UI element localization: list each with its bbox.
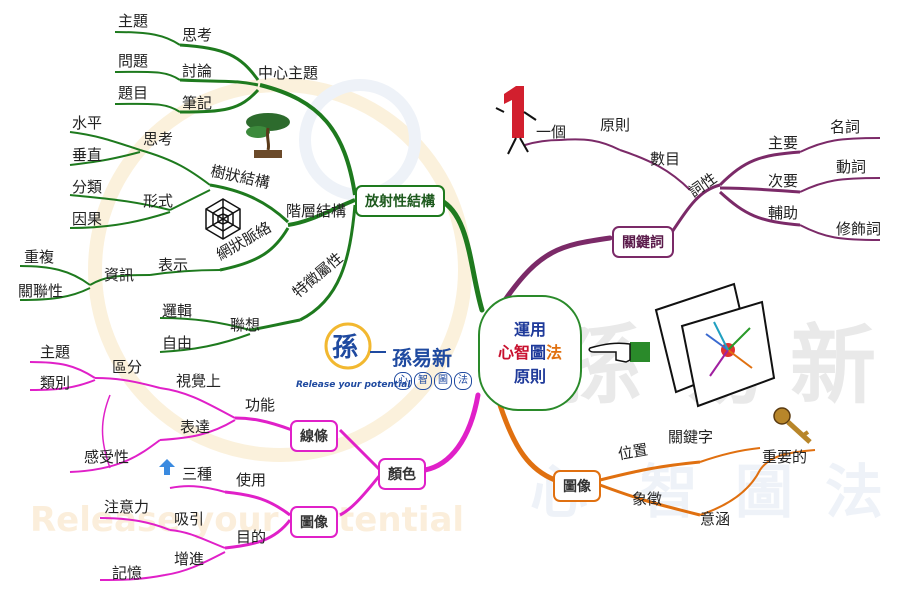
label-attention[interactable]: 注意力: [104, 498, 150, 516]
logo-mini: 法: [454, 372, 472, 390]
logo-text: 孫易新: [392, 346, 452, 370]
label-keyword[interactable]: 關鍵字: [668, 428, 714, 446]
label-distinguish[interactable]: 區分: [112, 358, 143, 376]
svg-text:孫: 孫: [332, 333, 358, 363]
label-relation[interactable]: 關聯性: [18, 282, 64, 300]
label-info[interactable]: 資訊: [104, 266, 135, 284]
label-count[interactable]: 數目: [650, 150, 681, 168]
label-notes[interactable]: 筆記: [182, 94, 213, 112]
node-keywords[interactable]: 關鍵詞: [612, 226, 674, 258]
central-line-3: 原則: [513, 366, 546, 386]
label-center-topic[interactable]: 中心主題: [258, 64, 319, 82]
label-purpose[interactable]: 目的: [236, 528, 267, 546]
label-meaning[interactable]: 意涵: [700, 510, 731, 528]
node-radial-structure[interactable]: 放射性結構: [355, 185, 445, 217]
label-thinking[interactable]: 思考: [182, 26, 213, 44]
label-symbol[interactable]: 象徵: [632, 490, 663, 508]
running-number-one-icon: [495, 86, 537, 155]
label-free[interactable]: 自由: [162, 334, 193, 352]
central-line-1: 運用: [513, 320, 546, 340]
label-verb[interactable]: 動詞: [836, 158, 867, 176]
central-topic[interactable]: 運用 心智圖法 原則: [478, 295, 582, 411]
logo-mark: 孫: [324, 322, 386, 370]
label-aux[interactable]: 輔助: [768, 204, 799, 222]
label-modifier[interactable]: 修飾詞: [836, 220, 882, 238]
central-line-2b: 圖: [529, 343, 546, 363]
central-line-2c: 法: [546, 343, 563, 363]
label-main[interactable]: 主要: [768, 134, 799, 152]
label-visual[interactable]: 視覺上: [176, 372, 222, 390]
logo-mini-badges: 心 智 圖 法: [394, 372, 472, 390]
pointing-hand-icon: [588, 342, 650, 363]
logo-subtitle: Release your potential: [296, 380, 411, 390]
arrow-up-icon: [159, 459, 175, 475]
label-memory[interactable]: 記憶: [112, 564, 143, 582]
spider-web-icon: [205, 198, 241, 240]
label-use[interactable]: 使用: [236, 471, 267, 489]
label-enhance[interactable]: 增進: [174, 550, 205, 568]
watermark-char: 圖: [735, 458, 794, 526]
watermark-english: Release your potential: [30, 500, 465, 540]
key-icon: [773, 407, 812, 444]
label-attract[interactable]: 吸引: [174, 510, 205, 528]
node-color-image[interactable]: 圖像: [290, 506, 338, 538]
label-question[interactable]: 問題: [118, 52, 149, 70]
label-discuss[interactable]: 討論: [182, 62, 213, 80]
label-feeling[interactable]: 感受性: [84, 448, 130, 466]
label-three[interactable]: 三種: [182, 465, 213, 483]
label-cause[interactable]: 因果: [72, 210, 103, 228]
bonsai-tree-icon: [246, 113, 290, 158]
label-logic[interactable]: 邏輯: [162, 302, 193, 320]
central-line-2a: 心智: [497, 343, 530, 363]
label-function[interactable]: 功能: [245, 396, 276, 414]
label-associate[interactable]: 聯想: [230, 316, 261, 334]
label-color-theme[interactable]: 主題: [40, 343, 71, 361]
node-image[interactable]: 圖像: [553, 470, 601, 502]
label-tree-think[interactable]: 思考: [143, 130, 174, 148]
label-horizontal[interactable]: 水平: [72, 114, 103, 132]
label-hierarchy[interactable]: 階層結構: [286, 202, 347, 220]
label-noun[interactable]: 名詞: [830, 118, 861, 136]
label-important[interactable]: 重要的: [762, 448, 808, 466]
label-tree-form[interactable]: 形式: [143, 192, 174, 210]
logo-mini: 智: [414, 372, 432, 390]
watermark-char: 法: [825, 458, 884, 526]
label-express[interactable]: 表示: [158, 256, 189, 274]
logo-mini: 圖: [434, 372, 452, 390]
node-color[interactable]: 顏色: [378, 458, 426, 490]
label-secondary[interactable]: 次要: [768, 172, 799, 190]
label-category[interactable]: 類別: [40, 374, 71, 392]
label-principle[interactable]: 原則: [600, 116, 631, 134]
node-lines[interactable]: 線條: [290, 420, 338, 452]
label-vertical[interactable]: 垂直: [72, 146, 103, 164]
label-one[interactable]: 一個: [536, 123, 567, 141]
label-classify[interactable]: 分類: [72, 178, 103, 196]
watermark-char: 新: [790, 316, 876, 416]
label-theme[interactable]: 主題: [118, 12, 149, 30]
central-line-2: 心智圖法: [498, 341, 562, 364]
label-subject[interactable]: 題目: [118, 84, 149, 102]
label-repeat[interactable]: 重複: [24, 248, 55, 266]
logo-mini: 心: [394, 372, 412, 390]
mind-map-pages-icon: [654, 282, 776, 408]
label-convey[interactable]: 表達: [180, 418, 211, 436]
